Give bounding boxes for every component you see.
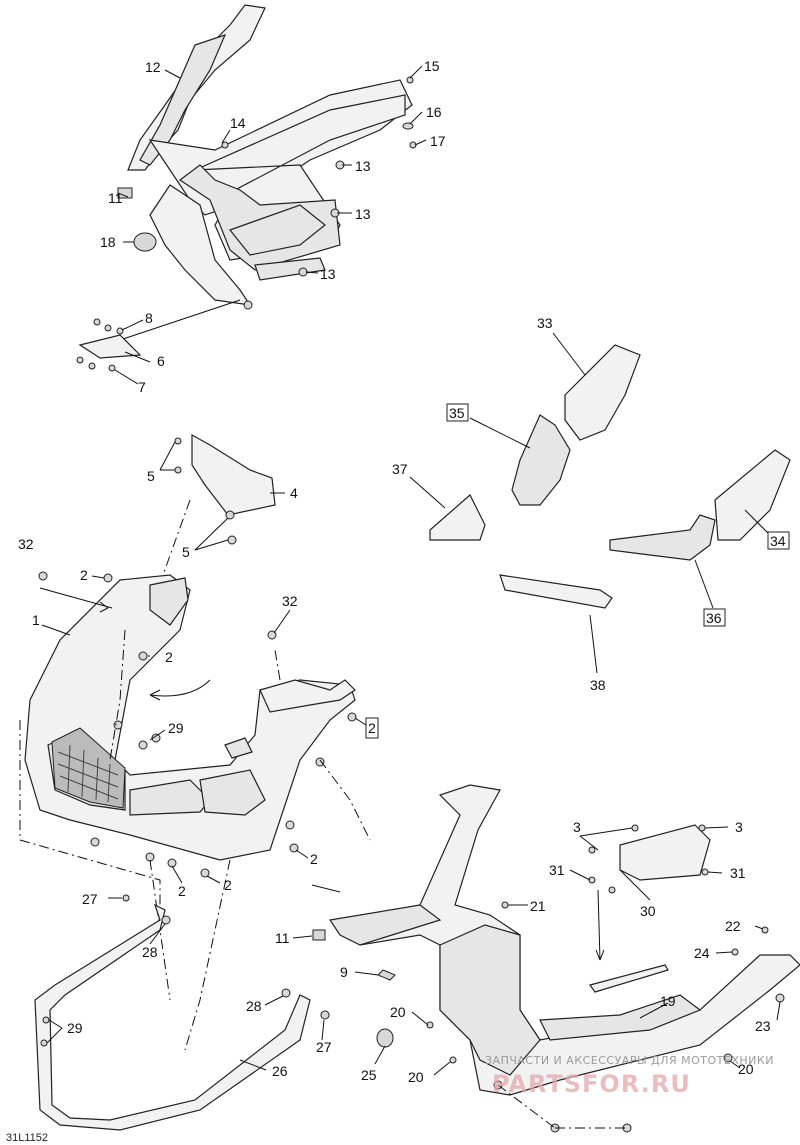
callout-27a: 27 <box>82 891 98 907</box>
callout-6: 6 <box>157 353 165 369</box>
access-panel <box>619 824 711 881</box>
callout-35: 35 <box>449 405 465 421</box>
callout-19: 19 <box>660 993 676 1009</box>
callout-8: 8 <box>145 310 153 326</box>
callout-24: 24 <box>694 945 710 961</box>
callout-11b: 11 <box>275 930 290 946</box>
callout-38: 38 <box>590 677 606 693</box>
callout-28b: 28 <box>246 998 262 1014</box>
callout-2c: 2 <box>310 851 318 867</box>
callout-29b: 29 <box>67 1020 83 1036</box>
grommet-icon <box>376 1028 394 1048</box>
watermark-logo: PARTSFOR.RU <box>492 1070 691 1098</box>
callout-21: 21 <box>530 898 546 914</box>
callout-16: 16 <box>426 104 442 120</box>
callout-22: 22 <box>725 918 741 934</box>
callout-33: 33 <box>537 315 553 331</box>
callout-2a: 2 <box>80 567 88 583</box>
callout-20b: 20 <box>408 1069 424 1085</box>
callout-28a: 28 <box>142 944 158 960</box>
callout-13b: 13 <box>355 206 371 222</box>
callout-25: 25 <box>361 1067 377 1083</box>
callout-27b: 27 <box>316 1039 332 1055</box>
callout-2e: 2 <box>224 877 232 893</box>
grille <box>51 727 126 809</box>
callout-30: 30 <box>640 903 656 919</box>
callout-11a: 11 <box>108 190 123 206</box>
callout-36-box: 36 <box>703 608 726 627</box>
callout-7: 7 <box>138 379 146 395</box>
callout-12: 12 <box>145 59 161 75</box>
callout-18: 18 <box>100 234 116 250</box>
callout-2-box: 2 <box>365 717 379 739</box>
callout-32a: 32 <box>18 536 34 552</box>
callout-20a: 20 <box>390 1004 406 1020</box>
callout-2-boxed: 2 <box>368 720 376 736</box>
callout-17: 17 <box>430 133 446 149</box>
callout-36: 36 <box>706 610 722 626</box>
callout-34: 34 <box>770 533 786 549</box>
front-bumper <box>34 894 330 1131</box>
callout-20c: 20 <box>738 1061 754 1077</box>
callout-5a: 5 <box>147 468 155 484</box>
callout-23: 23 <box>755 1018 771 1034</box>
callout-labels: 12 14 15 16 17 13 13 13 11 18 8 6 7 33 3… <box>6 58 790 1144</box>
callout-13a: 13 <box>355 158 371 174</box>
reference-code: 31L1152 <box>6 1132 48 1144</box>
decorative-panels <box>409 332 791 674</box>
callout-26: 26 <box>272 1063 288 1079</box>
callout-4: 4 <box>290 485 298 501</box>
callout-13c: 13 <box>320 266 336 282</box>
callout-2b: 2 <box>165 649 173 665</box>
callout-34-box: 34 <box>767 531 790 550</box>
rubber-plug-icon <box>133 232 157 252</box>
callout-3b: 3 <box>735 819 743 835</box>
callout-1: 1 <box>32 612 40 628</box>
belly-pan <box>292 784 800 1133</box>
front-nose <box>19 571 371 1051</box>
watermark-tagline: ЗАПЧАСТИ И АКСЕССУАРЫ ДЛЯ МОТОТЕХНИКИ <box>485 1054 774 1067</box>
callout-9: 9 <box>340 964 348 980</box>
callout-14: 14 <box>230 115 246 131</box>
upper-console-bracket <box>76 4 427 385</box>
callout-15: 15 <box>424 58 440 74</box>
callout-2d: 2 <box>178 883 186 899</box>
callout-37: 37 <box>392 461 408 477</box>
callout-5b: 5 <box>182 544 190 560</box>
callout-29a: 29 <box>168 720 184 736</box>
watermark: ЗАПЧАСТИ И АКСЕССУАРЫ ДЛЯ МОТОТЕХНИКИ PA… <box>485 1054 774 1098</box>
callout-35-box: 35 <box>446 403 469 422</box>
callout-32b: 32 <box>282 593 298 609</box>
callout-31b: 31 <box>730 865 746 881</box>
callout-31a: 31 <box>549 862 565 878</box>
callout-3a: 3 <box>573 819 581 835</box>
